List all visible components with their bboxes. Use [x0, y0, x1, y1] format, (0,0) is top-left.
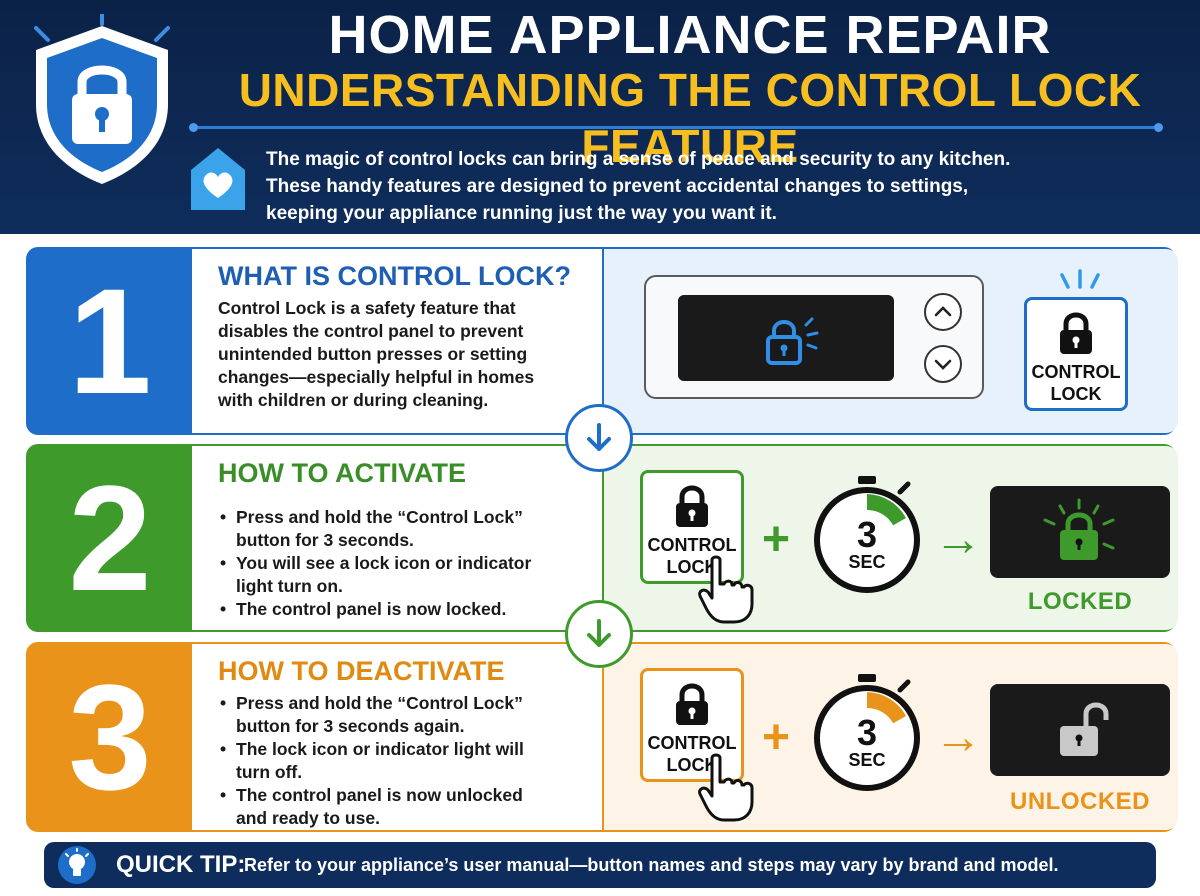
- glow-rays-icon: [1060, 269, 1100, 289]
- down-arrow-icon: [565, 600, 633, 668]
- button-label: CONTROL LOCK: [647, 535, 737, 577]
- quick-tip-bar: QUICK TIP: Refer to your appliance’s use…: [44, 842, 1156, 888]
- locked-display: [990, 486, 1170, 578]
- list-item: The lock icon or indicator light will tu…: [218, 738, 548, 784]
- illustration-panel: CONTROL LOCK + 3 SEC →: [602, 446, 1178, 630]
- lock-icon: [766, 317, 819, 365]
- step-number: 1: [28, 249, 192, 433]
- intro-text: The magic of control locks can bring a s…: [266, 146, 1166, 227]
- plus-sign: +: [762, 711, 791, 764]
- step-list: Press and hold the “Control Lock” button…: [218, 692, 548, 830]
- timer-number: 3: [856, 514, 878, 555]
- title-divider: [189, 123, 1163, 132]
- section-title: HOW TO DEACTIVATE: [218, 656, 505, 686]
- header-banner: HOME APPLIANCE REPAIR UNDERSTANDING THE …: [0, 0, 1200, 234]
- control-lock-button[interactable]: CONTROL LOCK: [640, 668, 744, 782]
- intro-line: The magic of control locks can bring a s…: [266, 149, 1011, 170]
- control-panel-display: [644, 275, 984, 399]
- status-label: UNLOCKED: [1010, 788, 1150, 815]
- padlock-icon: [676, 485, 708, 527]
- page-title: HOME APPLIANCE REPAIR: [328, 5, 1052, 65]
- status-label: LOCKED: [1027, 588, 1133, 615]
- timer-number: 3: [856, 712, 878, 753]
- step-list: Press and hold the “Control Lock” button…: [218, 506, 548, 621]
- unlocked-padlock-icon: [1060, 702, 1109, 756]
- control-lock-button[interactable]: CONTROL LOCK: [1024, 297, 1128, 411]
- tip-text: Refer to your appliance’s user manual—bu…: [244, 855, 1059, 875]
- list-item: Press and hold the “Control Lock” button…: [218, 506, 548, 552]
- down-arrow-icon: [565, 404, 633, 472]
- section-title: WHAT IS CONTROL LOCK?: [218, 261, 571, 291]
- chevron-up-icon: [934, 306, 952, 317]
- down-button[interactable]: [924, 345, 962, 383]
- unlocked-display: [990, 684, 1170, 776]
- timer-icon: 3 SEC: [812, 672, 922, 792]
- section-title: HOW TO ACTIVATE: [218, 458, 466, 488]
- section-text: HOW TO ACTIVATE Press and hold the “Cont…: [192, 446, 602, 630]
- button-label: CONTROL LOCK: [647, 733, 737, 775]
- lightbulb-icon: [58, 846, 96, 884]
- display-screen: [678, 295, 894, 381]
- step-number: 2: [28, 446, 192, 630]
- pointing-hand-icon: [698, 555, 754, 624]
- house-heart-icon: [189, 146, 247, 212]
- timer-icon: 3 SEC: [812, 474, 922, 594]
- list-item: You will see a lock icon or indicator li…: [218, 552, 548, 598]
- section-text: WHAT IS CONTROL LOCK? Control Lock is a …: [192, 249, 602, 433]
- section-how-to-deactivate: 3 HOW TO DEACTIVATE Press and hold the “…: [26, 642, 1178, 832]
- padlock-icon: [676, 683, 708, 725]
- list-item: The control panel is now locked.: [218, 598, 548, 621]
- section-text: HOW TO DEACTIVATE Press and hold the “Co…: [192, 644, 602, 830]
- illustration-panel: CONTROL LOCK: [602, 249, 1178, 433]
- button-label: CONTROL LOCK: [1031, 362, 1121, 404]
- timer-unit: SEC: [848, 750, 886, 770]
- plus-sign: +: [762, 513, 791, 566]
- padlock-shield-icon: [22, 12, 182, 184]
- up-button[interactable]: [924, 293, 962, 331]
- intro-line: These handy features are designed to pre…: [266, 176, 969, 197]
- tip-label: QUICK TIP:: [116, 851, 246, 878]
- padlock-icon: [1060, 312, 1092, 354]
- intro-line: keeping your appliance running just the …: [266, 203, 777, 224]
- right-arrow-icon: →: [934, 513, 982, 566]
- step-number: 3: [28, 644, 192, 830]
- right-arrow-icon: →: [934, 711, 982, 764]
- section-description: Control Lock is a safety feature that di…: [218, 298, 535, 410]
- chevron-down-icon: [934, 359, 952, 370]
- section-how-to-activate: 2 HOW TO ACTIVATE Press and hold the “Co…: [26, 444, 1178, 632]
- control-lock-button[interactable]: CONTROL LOCK: [640, 470, 744, 584]
- list-item: Press and hold the “Control Lock” button…: [218, 692, 548, 738]
- illustration-panel: CONTROL LOCK + 3 SEC →: [602, 644, 1178, 830]
- timer-unit: SEC: [848, 552, 886, 572]
- section-what-is-control-lock: 1 WHAT IS CONTROL LOCK? Control Lock is …: [26, 247, 1178, 435]
- list-item: The control panel is now unlocked and re…: [218, 784, 548, 830]
- lock-icon: [1043, 498, 1115, 560]
- pointing-hand-icon: [698, 753, 754, 822]
